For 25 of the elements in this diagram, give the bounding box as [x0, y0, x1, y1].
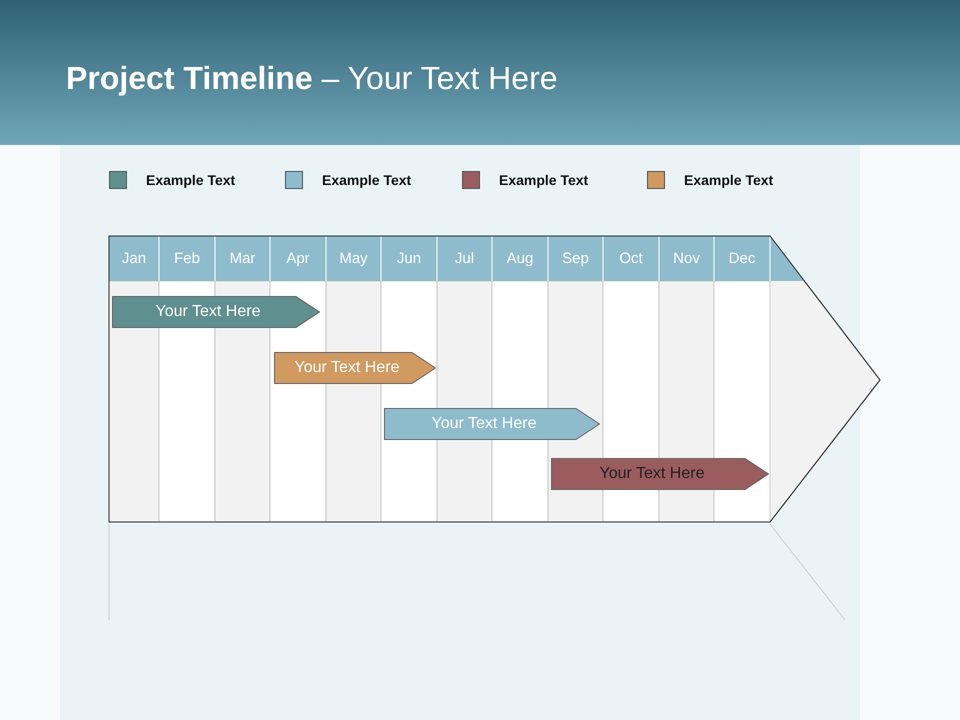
month-label: Dec	[728, 249, 756, 269]
task-label: Your Text Here	[430, 414, 538, 434]
task-label: Your Text Here	[294, 358, 400, 378]
task-label: Your Text Here	[154, 302, 262, 322]
month-label: Oct	[618, 249, 644, 269]
task-label: Your Text Here	[598, 464, 706, 484]
month-label: Sep	[561, 249, 590, 269]
legend-label: Example Text	[146, 172, 236, 188]
month-label: Jun	[396, 249, 422, 269]
task-arrow-bar	[551, 458, 769, 490]
task-arrow-bar	[274, 352, 436, 384]
month-label: May	[338, 249, 369, 269]
legend-label: Example Text	[322, 172, 412, 188]
legend-label: Example Text	[499, 172, 588, 188]
legend-label: Example Text	[684, 172, 774, 188]
month-label: Apr	[285, 249, 311, 269]
month-label: Feb	[173, 249, 201, 269]
task-arrow-bar	[384, 408, 600, 440]
month-label: Jul	[454, 249, 476, 269]
month-label: Nov	[672, 249, 701, 269]
month-label: Aug	[506, 249, 534, 269]
task-arrow-bar	[112, 296, 320, 328]
title: Project Timeline – Your Text Here	[66, 60, 558, 97]
month-label: Mar	[228, 249, 256, 269]
month-label: Jan	[120, 249, 148, 269]
